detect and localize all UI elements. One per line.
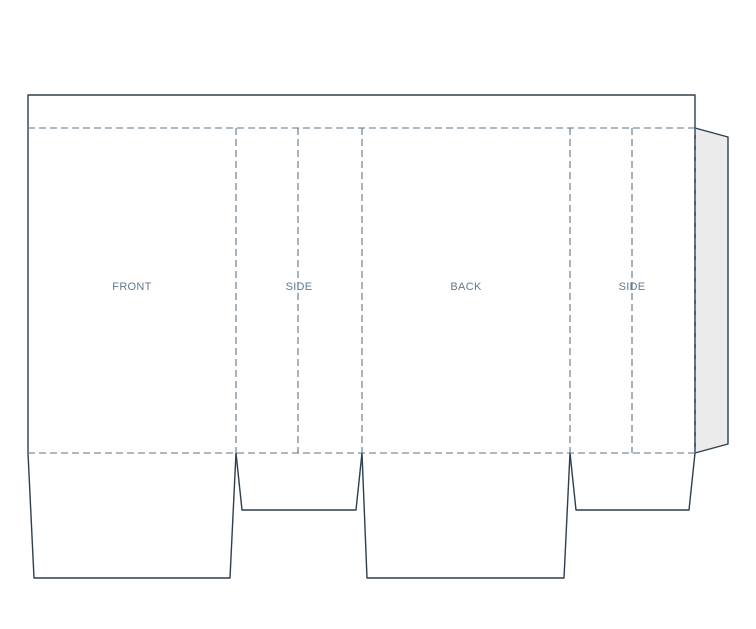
panel-label-side-left: SIDE: [286, 281, 313, 293]
panel-label-back: BACK: [450, 281, 482, 293]
glue-tab: [694, 127, 729, 454]
bottom-flap-front: [27, 452, 237, 579]
bottom-flap-side-right: [569, 452, 696, 511]
panel-label-front: FRONT: [112, 281, 151, 293]
bottom-flap-side-left: [235, 452, 363, 511]
bottom-flap-back: [361, 452, 571, 579]
panel-label-side-right: SIDE: [619, 281, 646, 293]
